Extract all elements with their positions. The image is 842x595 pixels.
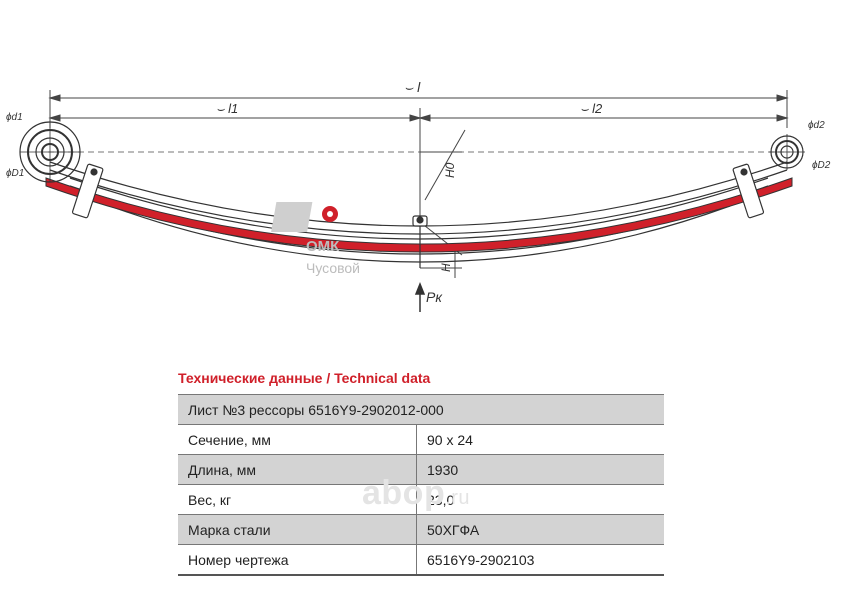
load-arrow bbox=[414, 281, 426, 312]
right-eye-outer-label: ϕD2 bbox=[812, 160, 831, 171]
table-row: Длина, мм 1930 bbox=[178, 454, 664, 485]
row-value: 90 x 24 bbox=[416, 424, 664, 455]
logo-city: Чусовой bbox=[306, 260, 360, 276]
dimension-h0-label: H0 bbox=[443, 162, 457, 178]
dimension-total-label: ⌣ l bbox=[404, 79, 421, 95]
table-row: Марка стали 50ХГФА bbox=[178, 514, 664, 545]
watermark: abop.ru bbox=[362, 474, 470, 513]
row-label: Марка стали bbox=[178, 514, 417, 545]
center-bolt bbox=[412, 215, 428, 268]
omk-logo: ОМК Чусовой bbox=[271, 202, 360, 276]
technical-data-table: Лист №3 рессоры 6516Y9-2902012-000 Сечен… bbox=[178, 394, 664, 576]
dimension-l1-label: ⌣ l1 bbox=[216, 101, 238, 116]
row-value: 50ХГФА bbox=[416, 514, 664, 545]
leaf-spring-drawing: ⌣ l ⌣ l1 ⌣ l2 H0 H Pк bbox=[6, 79, 831, 312]
load-label: Pк bbox=[426, 289, 443, 305]
row-value: 6516Y9-2902103 bbox=[416, 544, 664, 576]
right-eye bbox=[769, 134, 805, 170]
row-label: Номер чертежа bbox=[178, 544, 417, 576]
row-label: Вес, кг bbox=[178, 484, 417, 515]
row-value: 1930 bbox=[416, 454, 664, 485]
dimension-half-lengths bbox=[48, 108, 789, 232]
watermark-tld: .ru bbox=[445, 487, 471, 509]
row-label: Длина, мм bbox=[178, 454, 417, 485]
table-row: Номер чертежа 6516Y9-2902103 bbox=[178, 544, 664, 576]
right-eye-inner-label: ϕd2 bbox=[808, 120, 825, 131]
table-header-cell: Лист №3 рессоры 6516Y9-2902012-000 bbox=[178, 394, 664, 425]
dimension-h-label: H bbox=[439, 263, 453, 272]
row-label: Сечение, мм bbox=[178, 424, 417, 455]
dimension-h0 bbox=[420, 129, 466, 201]
table-header-row: Лист №3 рессоры 6516Y9-2902012-000 bbox=[178, 394, 664, 425]
left-eye-outer-label: ϕD1 bbox=[6, 168, 24, 179]
dimension-total-length bbox=[48, 90, 789, 128]
table-row: Вес, кг 23,0 bbox=[178, 484, 664, 515]
table-row: Сечение, мм 90 x 24 bbox=[178, 424, 664, 455]
left-eye bbox=[19, 121, 81, 183]
watermark-text: abop bbox=[362, 474, 446, 512]
spring-clamps bbox=[71, 163, 765, 219]
dimension-l2-label: ⌣ l2 bbox=[580, 101, 603, 116]
logo-brand: ОМК bbox=[306, 238, 340, 255]
technical-data-title: Технические данные / Technical data bbox=[178, 370, 431, 386]
highlighted-leaf bbox=[45, 177, 793, 253]
left-eye-inner-label: ϕd1 bbox=[6, 112, 23, 123]
